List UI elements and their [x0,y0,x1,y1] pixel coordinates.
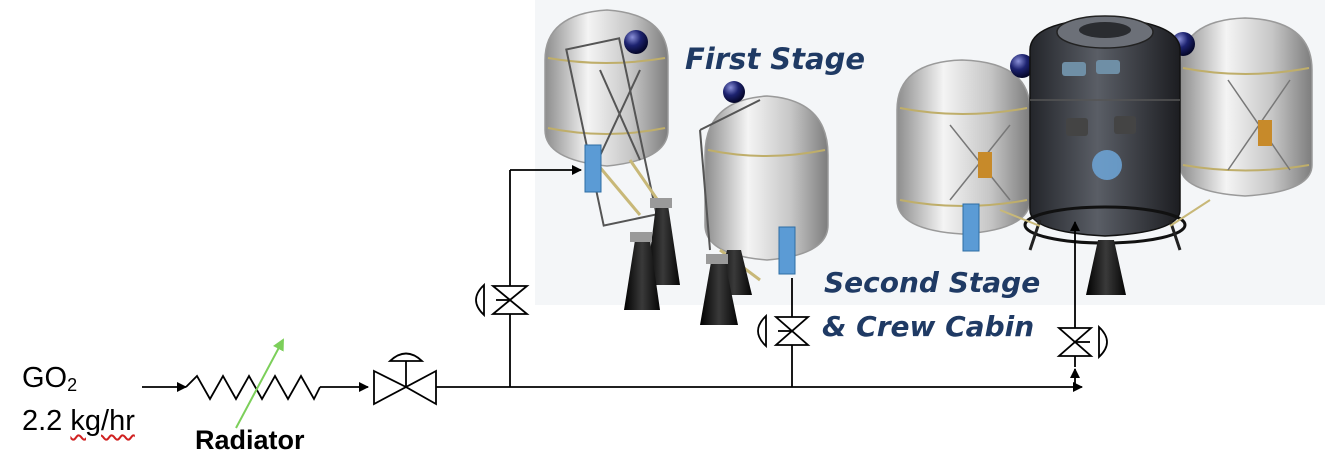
second-stage-interface [962,203,980,252]
valve3-bottom [1056,340,1094,357]
valve1-top [490,285,530,302]
valve3-actuator [1098,324,1108,360]
first-stage-engines [624,198,752,325]
pressurant-sphere [1010,54,1034,78]
valve1-bottom [490,298,530,315]
valve1-actuator [475,282,485,318]
valve3-top [1056,327,1094,344]
flow-rate-label: 2.2 kg/hr [22,405,135,438]
piping [142,165,1108,406]
valve2-top [773,316,811,333]
radiator-label: Radiator [195,425,305,455]
regulator-left [373,369,408,406]
pressurant-sphere [624,30,648,54]
regulator-dome [387,352,425,362]
valve2-bottom [773,329,811,346]
second-stage-label: Second Stage [824,266,1041,299]
gas-label: GO2 [22,362,77,396]
crew-cabin-label: & Crew Cabin [822,310,1035,343]
second-stage-engine [1086,240,1126,295]
first-stage-tank-right [699,95,829,282]
second-stage-tank-right [1179,17,1313,197]
flow-unit: kg/hr [70,405,135,437]
first-stage-interface-left [584,144,602,193]
first-stage-label: First Stage [685,42,866,76]
regulator-right [404,369,437,406]
pressurant-sphere [723,81,745,103]
crew-cabin [999,15,1211,251]
first-stage-interface-right [778,226,796,275]
radiator-coil [185,374,321,401]
flow-value: 2.2 [22,405,63,437]
radiator-adjust-arrow [235,338,284,429]
gas-subscript: 2 [67,375,78,395]
valve2-actuator [757,313,767,349]
lander-illustration [535,0,1325,325]
gas-name: GO [22,362,68,394]
